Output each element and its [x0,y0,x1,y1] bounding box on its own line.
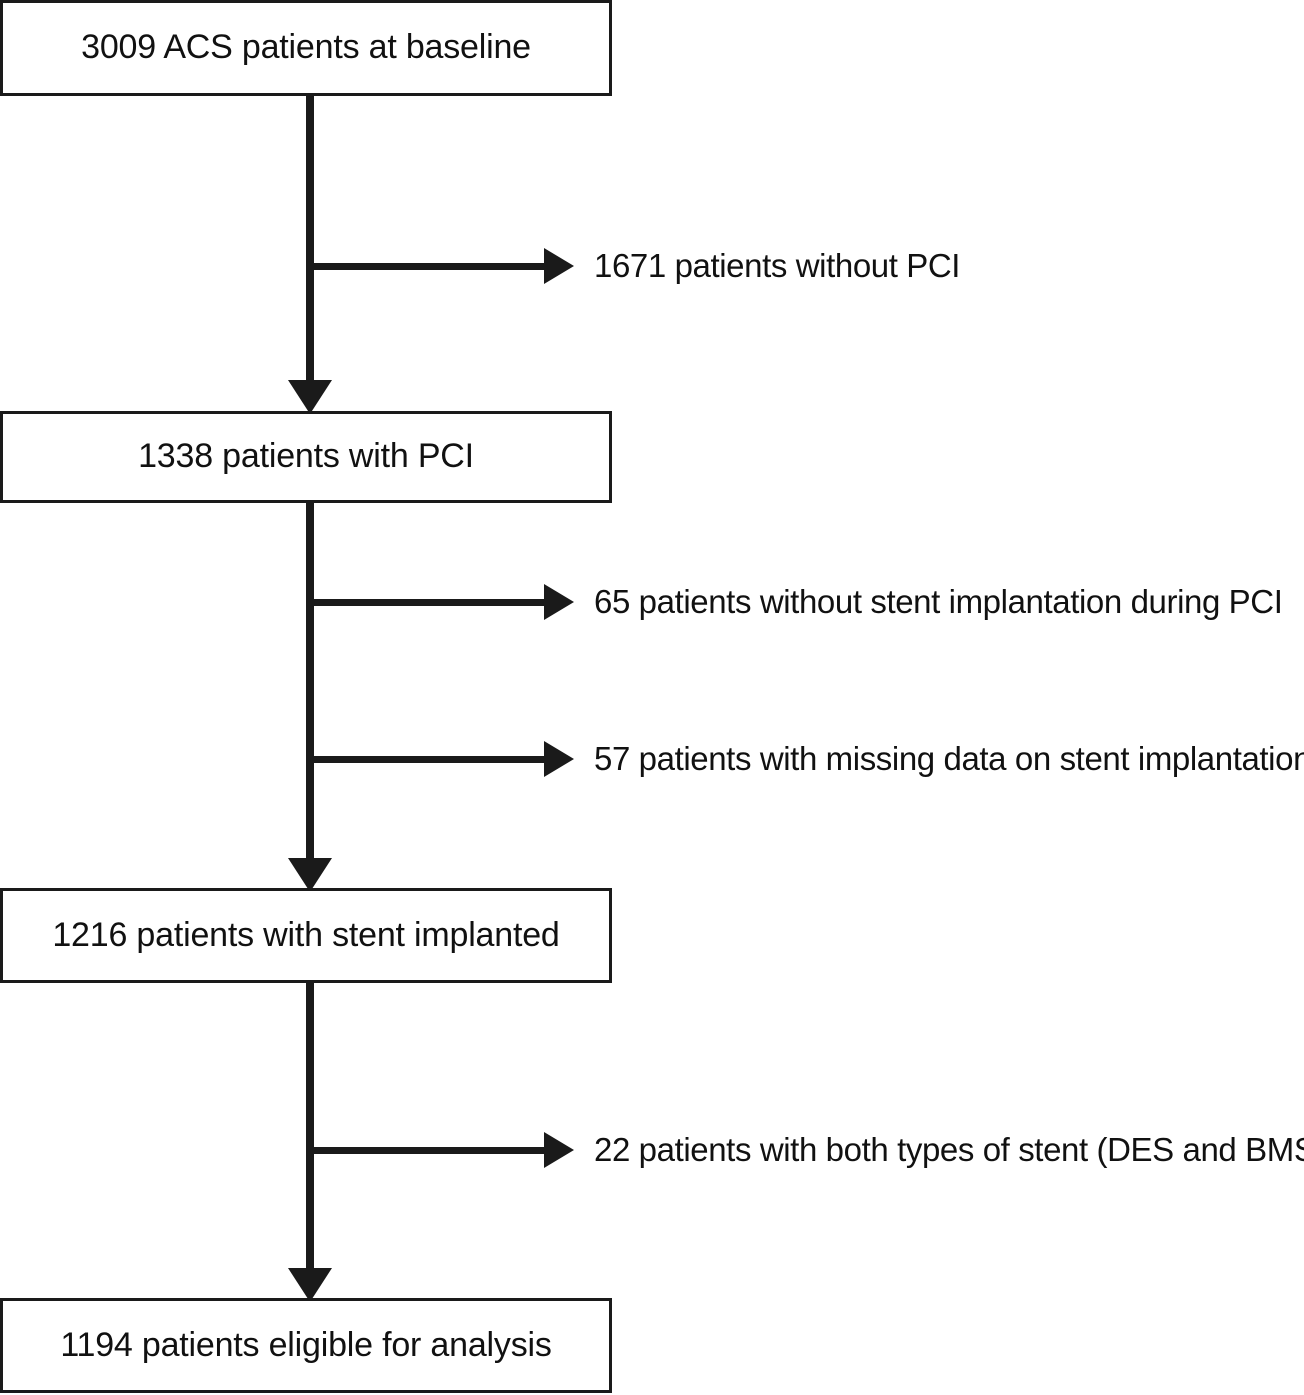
connector-line-baseline-to-pci [306,95,314,383]
arrow-right-icon-missing-data [544,741,574,777]
connector-line-pci-to-stent [306,502,314,866]
branch-line-no-stent [306,598,544,606]
branch-line-no-pci [306,262,544,270]
arrow-down-icon-to-pci [288,380,332,414]
arrow-down-icon-to-stent [288,858,332,892]
exclusion-branch-both-types: 22 patients with both types of stent (DE… [306,1130,1304,1170]
arrow-right-icon-no-pci [544,248,574,284]
arrow-right-icon-no-stent [544,584,574,620]
node-label-eligible: 1194 patients eligible for analysis [60,1325,552,1364]
branch-line-both-types [306,1146,544,1154]
node-label-stent: 1216 patients with stent implanted [52,915,560,954]
node-label-baseline: 3009 ACS patients at baseline [81,28,531,67]
node-box-eligible: 1194 patients eligible for analysis [0,1298,612,1393]
node-label-pci: 1338 patients with PCI [138,437,474,476]
node-box-baseline: 3009 ACS patients at baseline [0,0,612,96]
exclusion-label-missing-data: 57 patients with missing data on stent i… [594,739,1304,777]
node-box-pci: 1338 patients with PCI [0,411,612,503]
arrow-right-icon-both-types [544,1132,574,1168]
branch-line-missing-data [306,755,544,763]
arrow-down-icon-to-eligible [288,1268,332,1302]
connector-line-stent-to-eligible [306,982,314,1277]
node-box-stent: 1216 patients with stent implanted [0,888,612,983]
exclusion-label-both-types: 22 patients with both types of stent (DE… [594,1130,1304,1168]
exclusion-branch-no-pci: 1671 patients without PCI [306,246,960,286]
exclusion-label-no-stent: 65 patients without stent implantation d… [594,582,1283,620]
exclusion-branch-missing-data: 57 patients with missing data on stent i… [306,739,1304,779]
exclusion-branch-no-stent: 65 patients without stent implantation d… [306,582,1283,622]
exclusion-label-no-pci: 1671 patients without PCI [594,246,961,284]
